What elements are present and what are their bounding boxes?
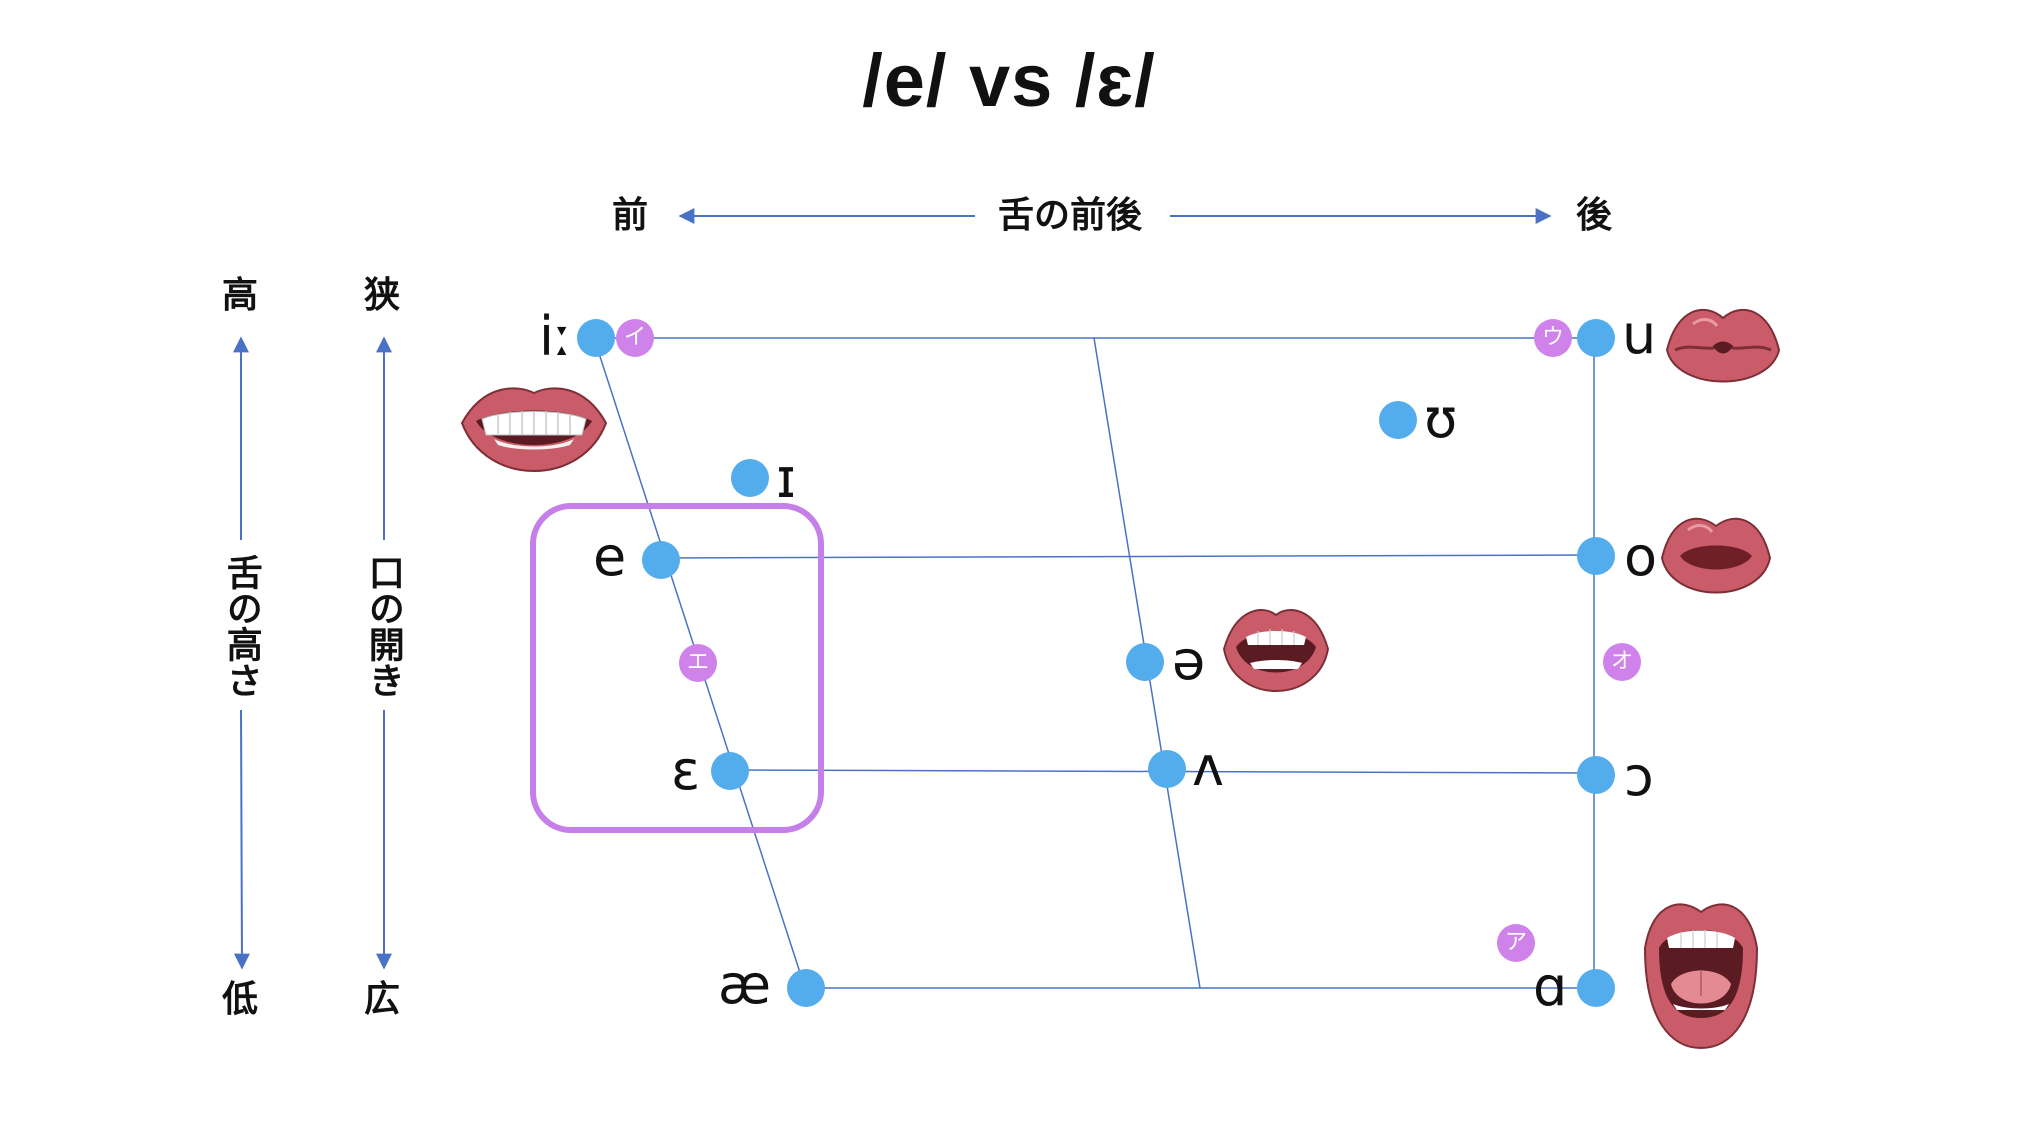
high-label: 高 xyxy=(222,275,259,316)
dot-open-o xyxy=(1577,756,1615,794)
dot-e xyxy=(642,541,680,579)
vowel-e: e xyxy=(593,525,627,588)
wide-label: 広 xyxy=(364,979,401,1020)
vowel-script-a: ɑ xyxy=(1533,955,1568,1018)
smile-mouth-icon xyxy=(460,387,608,472)
dot-script-a xyxy=(1577,969,1615,1007)
kana-e-badge: エ xyxy=(679,644,717,682)
kana-i-badge: イ xyxy=(616,319,654,357)
dot-o xyxy=(1577,537,1615,575)
vowel-schwa: ə xyxy=(1172,629,1206,692)
height-arrow-down xyxy=(233,709,250,970)
vowel-small-capital-i: ɪ xyxy=(776,447,797,510)
vowel-ash: æ xyxy=(718,953,772,1016)
kana-u-badge: ウ xyxy=(1534,319,1572,357)
back-label: 後 xyxy=(1576,195,1613,236)
vowel-upsilon: ʊ xyxy=(1424,387,1458,450)
vowel-epsilon: ɛ xyxy=(671,739,701,802)
dot-schwa xyxy=(1126,643,1164,681)
vowel-i-long: iː xyxy=(539,305,573,368)
low-label: 低 xyxy=(222,979,259,1020)
open-mouth-icon xyxy=(1643,903,1759,1050)
dot-i-long xyxy=(577,319,615,357)
dot-small-capital-i xyxy=(731,459,769,497)
vowel-o: o xyxy=(1624,525,1658,588)
page-title: /e/ vs /ɛ/ xyxy=(862,39,1156,122)
vowel-dots xyxy=(577,319,1615,1007)
vowel-u: u xyxy=(1622,303,1657,366)
dot-ash xyxy=(787,969,825,1007)
e-epsilon-highlight-box xyxy=(530,503,824,833)
tongue-height-label: 舌の高さ xyxy=(221,548,262,704)
kana-a-badge: ア xyxy=(1497,924,1535,962)
vowel-open-o: ɔ xyxy=(1624,745,1654,808)
dot-epsilon xyxy=(711,752,749,790)
vowel-turned-v: ʌ xyxy=(1192,735,1224,798)
dot-upsilon xyxy=(1379,401,1417,439)
front-label: 前 xyxy=(612,195,649,236)
dot-u xyxy=(1577,319,1615,357)
pursed-lips-icon xyxy=(1665,308,1781,383)
narrow-label: 狭 xyxy=(364,275,401,316)
tongue-front-back-label: 舌の前後 xyxy=(998,195,1143,236)
mouth-opening-label: 口の開き xyxy=(363,548,404,704)
round-lips-icon xyxy=(1660,517,1772,594)
half-open-mouth-icon xyxy=(1222,609,1330,692)
kana-o-badge: オ xyxy=(1603,643,1641,681)
dot-turned-v xyxy=(1148,750,1186,788)
